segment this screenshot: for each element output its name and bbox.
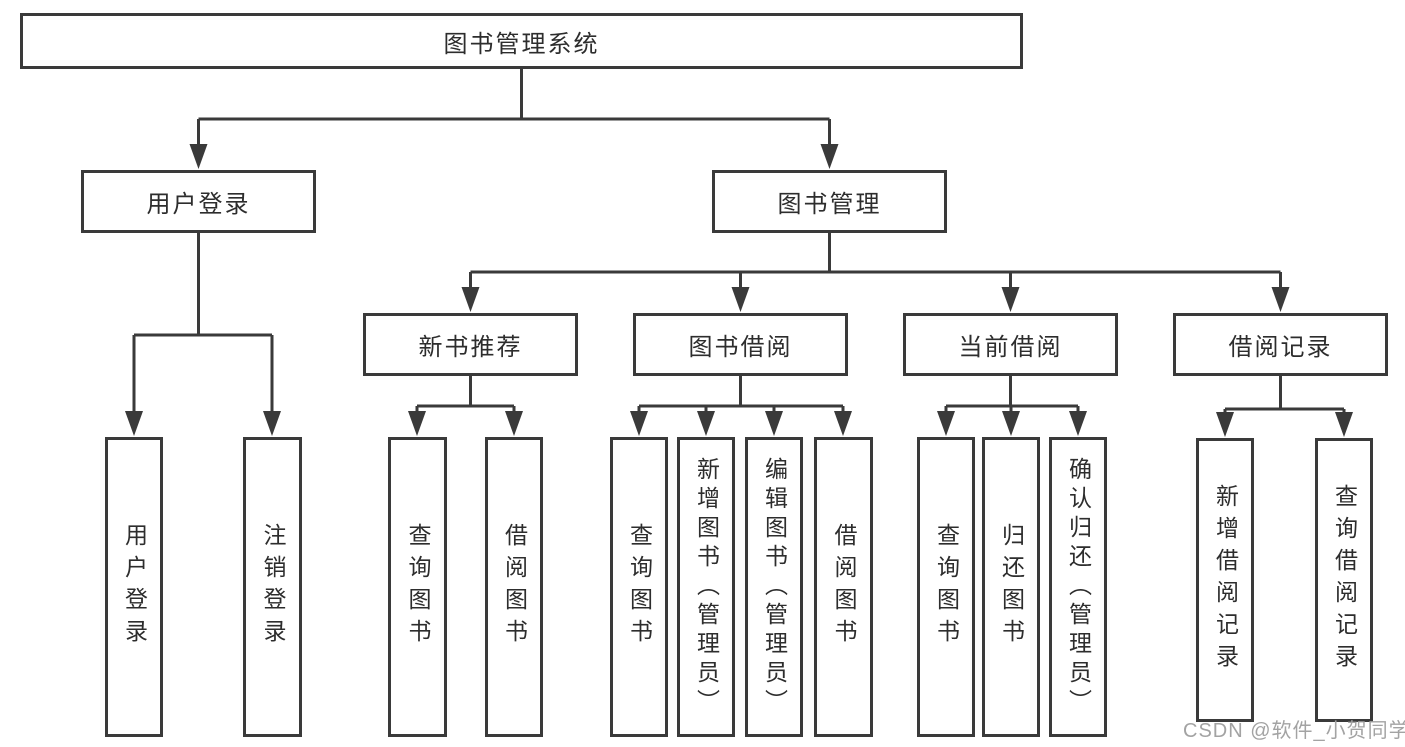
node-label: 查询图书 bbox=[405, 523, 431, 651]
leaf-add-borrow-record: 新增借阅记录 bbox=[1196, 438, 1254, 722]
node-label: 新书推荐 bbox=[418, 334, 523, 361]
leaf-borrow-book: 借阅图书 bbox=[814, 437, 873, 737]
node-book-borrow: 图书借阅 bbox=[633, 313, 848, 376]
leaf-logout-login: 注销登录 bbox=[243, 437, 302, 737]
leaf-edit-book-admin: 编辑图书（管理员） bbox=[745, 437, 803, 737]
node-label: 当前借阅 bbox=[958, 334, 1063, 361]
leaf-query-book-current: 查询图书 bbox=[917, 437, 975, 737]
node-current-borrow: 当前借阅 bbox=[903, 313, 1118, 376]
node-label: 图书管理 bbox=[777, 191, 882, 218]
node-root: 图书管理系统 bbox=[20, 13, 1023, 69]
arrowheads bbox=[125, 144, 1353, 437]
leaf-query-borrow-record: 查询借阅记录 bbox=[1315, 438, 1373, 722]
node-label: 确认归还（管理员） bbox=[1065, 456, 1092, 718]
node-label: 借阅图书 bbox=[831, 523, 857, 651]
node-label: 归还图书 bbox=[998, 523, 1025, 651]
node-book-management: 图书管理 bbox=[712, 170, 947, 233]
node-label: 新增图书（管理员） bbox=[693, 456, 720, 718]
node-label: 编辑图书（管理员） bbox=[761, 456, 788, 718]
leaf-query-book-recommend: 查询图书 bbox=[388, 437, 447, 737]
node-label: 图书借阅 bbox=[688, 334, 793, 361]
leaf-add-book-admin: 新增图书（管理员） bbox=[677, 437, 735, 737]
node-label: 查询借阅记录 bbox=[1331, 484, 1358, 676]
leaf-query-book-borrow: 查询图书 bbox=[610, 437, 668, 737]
node-borrow-records: 借阅记录 bbox=[1173, 313, 1388, 376]
node-label: 借阅记录 bbox=[1228, 334, 1333, 361]
node-label: 查询图书 bbox=[626, 523, 653, 651]
node-user-login: 用户登录 bbox=[81, 170, 316, 233]
node-label: 查询图书 bbox=[933, 523, 960, 651]
node-label: 用户登录 bbox=[121, 523, 148, 651]
node-label: 注销登录 bbox=[260, 523, 286, 651]
node-label: 新增借阅记录 bbox=[1212, 484, 1239, 676]
leaf-user-login: 用户登录 bbox=[105, 437, 163, 737]
watermark: CSDN @软件_小贺同学 bbox=[1183, 720, 1405, 742]
leaf-borrow-book-recommend: 借阅图书 bbox=[485, 437, 543, 737]
node-new-book-recommend: 新书推荐 bbox=[363, 313, 578, 376]
leaf-return-book: 归还图书 bbox=[982, 437, 1040, 737]
leaf-confirm-return-admin: 确认归还（管理员） bbox=[1049, 437, 1107, 737]
node-label: 用户登录 bbox=[146, 191, 251, 218]
node-label: 借阅图书 bbox=[501, 523, 528, 651]
node-label: 图书管理系统 bbox=[443, 30, 600, 58]
